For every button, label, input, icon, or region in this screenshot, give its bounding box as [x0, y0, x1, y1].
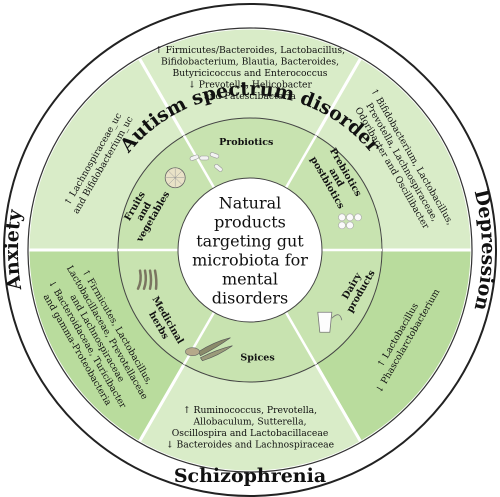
inner-divider — [182, 311, 216, 365]
sector-text-spices: ↑ Ruminococcus, Prevotella,Allobaculum, … — [166, 405, 334, 451]
category-probiotics: Probiotics — [219, 137, 273, 148]
center-circle — [177, 177, 323, 323]
sector-text-line: ↑ Firmicutes/Bacteroides, Lactobacillus, — [155, 45, 345, 56]
center-text-line: microbiota for — [192, 251, 308, 270]
inner-divider — [182, 135, 216, 189]
sector-text-line: ↓ Prevotella, Helicobacter — [188, 80, 312, 91]
category-label: Probiotics — [219, 137, 273, 148]
sector-text-probiotics: ↑ Firmicutes/Bacteroides, Lactobacillus,… — [155, 45, 345, 102]
label-anxiety: Anxiety — [1, 207, 26, 292]
herb-roots-icon — [136, 269, 158, 290]
label-schizophrenia: Schizophrenia — [174, 465, 326, 487]
category-label: Spices — [240, 353, 274, 364]
center-text-line: mental — [222, 270, 278, 289]
sector-text-line: ↑ Ruminococcus, Prevotella, — [183, 405, 317, 416]
center-text-line: disorders — [212, 289, 288, 308]
sector-text-line: ↓ Bacteroides and Lachnospiraceae — [166, 439, 334, 450]
inner-divider — [284, 135, 318, 189]
center-text-line: Natural — [219, 194, 282, 213]
sector-text-line: and Patescibacteria — [204, 91, 296, 102]
milk-glass-icon — [317, 311, 343, 333]
orange-slice-icon — [164, 167, 186, 189]
sector-text-line: Oscillospira and Lactobacillaceae — [172, 428, 329, 439]
pills-icon — [338, 213, 362, 230]
capsules-icon — [189, 152, 223, 172]
sector-text-line: Allobaculum, Sutterella, — [192, 416, 306, 427]
center-text-line: targeting gut — [196, 232, 304, 251]
sector-text-line: Butyricicoccus and Enterococcus — [173, 68, 328, 79]
outer-ring-inner-edge — [27, 27, 473, 473]
chili-pepper-icon — [185, 337, 233, 362]
category-spices: Spices — [240, 353, 274, 364]
sector-text-line: Bifidobacterium, Blautia, Bacteroides, — [161, 57, 339, 68]
inner-divider — [284, 311, 318, 365]
center-text-line: products — [214, 213, 286, 232]
